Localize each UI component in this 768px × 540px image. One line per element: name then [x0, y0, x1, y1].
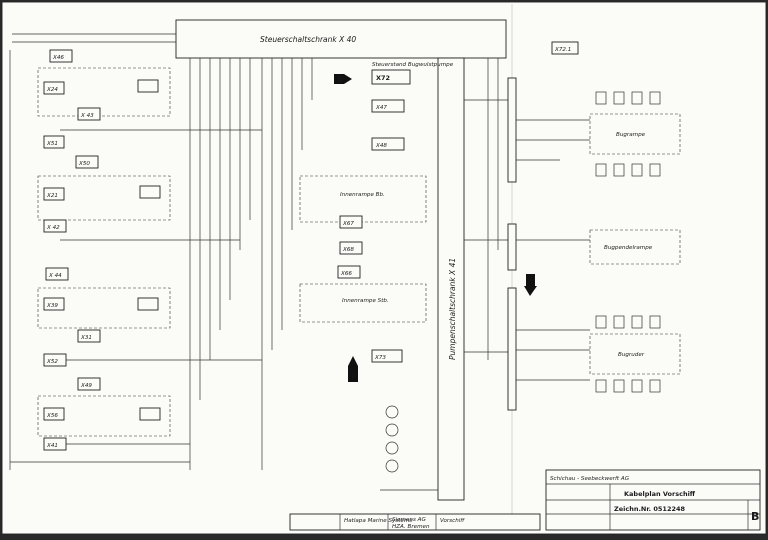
svg-text:Bugpendelrampe: Bugpendelrampe [604, 245, 653, 251]
svg-text:X 43: X 43 [80, 113, 94, 119]
svg-text:X 44: X 44 [48, 273, 62, 279]
svg-text:X 42: X 42 [46, 225, 60, 231]
drawing-title: Kabelplan Vorschiff [624, 490, 696, 498]
svg-text:Innenrampe Bb.: Innenrampe Bb. [340, 192, 385, 198]
centre-stations: X72 Steuerstand Bugwulstpumpe X47 X48 In… [299, 62, 454, 473]
svg-text:Bugrampe: Bugrampe [616, 132, 646, 138]
marker-1: 1 [334, 74, 352, 84]
right-terminal-strips: X72.1 [507, 41, 590, 411]
revision: B [751, 510, 759, 523]
supplier: Siemens AG [392, 517, 427, 523]
svg-text:X67: X67 [342, 221, 354, 227]
svg-text:X66: X66 [340, 271, 352, 277]
svg-text:Steuerstand Bugwulstpumpe: Steuerstand Bugwulstpumpe [372, 62, 454, 68]
svg-text:X39: X39 [46, 303, 58, 309]
svg-text:X46: X46 [52, 55, 64, 61]
svg-text:1: 1 [337, 76, 341, 84]
svg-text:X50: X50 [78, 161, 90, 167]
svg-text:Bugruder: Bugruder [618, 352, 645, 358]
room-bugrampe: Bugrampe [589, 113, 681, 155]
left-group-1: X46 X24 X 43 X51 [37, 49, 171, 149]
main-cabinet-label: Steuerschaltschrank X 40 [260, 35, 356, 44]
left-group-4: X49 X56 X41 [37, 377, 171, 451]
svg-text:X52: X52 [46, 359, 58, 365]
marker-3 [524, 274, 537, 296]
title-block: Schichau - Seebeckwerft AG Kabelplan Vor… [289, 469, 761, 531]
pump-cabinet-box [437, 57, 465, 501]
svg-text:X48: X48 [375, 143, 387, 149]
svg-text:X73: X73 [374, 355, 386, 361]
room-bugpendelrampe: Bugpendelrampe [589, 229, 681, 265]
drawing-number: Zeichn.Nr. 0512248 [614, 505, 686, 513]
room-bugruder: Bugruder [589, 333, 681, 375]
svg-text:X51: X51 [46, 141, 58, 147]
svg-text:X49: X49 [80, 383, 92, 389]
svg-text:X72.1: X72.1 [554, 47, 571, 53]
main-cabinet-box [175, 19, 507, 59]
svg-text:X72: X72 [376, 74, 390, 82]
company-name: Schichau - Seebeckwerft AG [550, 476, 630, 482]
svg-text:Innenrampe Stb.: Innenrampe Stb. [342, 298, 389, 304]
svg-text:Hatlapa Marine Systems: Hatlapa Marine Systems [344, 518, 412, 524]
svg-text:X41: X41 [46, 443, 58, 449]
svg-text:X24: X24 [46, 87, 58, 93]
svg-text:HZA. Bremen: HZA. Bremen [392, 524, 430, 530]
marker-2: 2 [348, 356, 358, 382]
svg-text:X56: X56 [46, 413, 58, 419]
svg-text:X47: X47 [375, 105, 387, 111]
left-group-3: X 44 X39 X31 X52 [37, 267, 171, 367]
pump-cabinet-label: Pumpenschaltschrank X 41 [448, 258, 457, 360]
left-group-2: X50 X21 X 42 [37, 155, 171, 233]
svg-text:Vorschiff: Vorschiff [440, 518, 465, 524]
motor-symbols [595, 91, 661, 393]
svg-text:X68: X68 [342, 247, 354, 253]
svg-text:X31: X31 [80, 335, 92, 341]
svg-text:X21: X21 [46, 193, 58, 199]
cable-bus [9, 33, 512, 491]
svg-text:2: 2 [351, 372, 355, 380]
